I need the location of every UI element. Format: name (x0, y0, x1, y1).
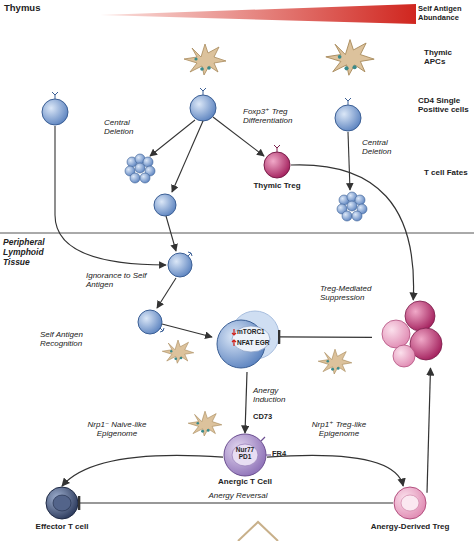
region-label: Peripheral Lymphoid Tissue (3, 238, 53, 267)
effector-t-cell: Effector T cell (45, 486, 79, 520)
tcr-receptor (345, 98, 351, 105)
t-cell (168, 253, 192, 277)
down-arrow (232, 329, 236, 335)
marker-label: FR4 (272, 450, 292, 459)
fate-label: Foxp3⁺ Treg Differentiation (243, 107, 305, 125)
treg-cluster: Treg-Mediated Suppression (372, 300, 447, 368)
apoptotic-body (130, 173, 140, 183)
treg-cluster-shape (372, 300, 447, 368)
tcr-receptor (188, 252, 192, 256)
apoptotic-body (135, 163, 145, 173)
thymic-apc (184, 44, 226, 75)
gradient-label: Self Antigen Abundance (418, 5, 474, 22)
anergic-t-cell: CD73Nur77 PD1FR4Anergic T Cell (223, 433, 267, 477)
peripheral-apc (188, 411, 222, 436)
t-cell (42, 99, 68, 125)
fate-arrow (55, 126, 166, 265)
edge-label: Nrp1⁻ Naive-like Epigenome (76, 420, 158, 438)
apoptotic-cluster (125, 154, 155, 183)
effector-t-cell-shape (45, 486, 79, 520)
peripheral-apc (162, 340, 194, 363)
treg-cell-shape (263, 151, 291, 179)
tcr-receptor (52, 92, 58, 99)
fate-arrow (150, 120, 195, 156)
stimulated-t-cell: mTORC1NFAT EGR (215, 308, 279, 372)
cell-label: Thymic Treg (245, 181, 309, 190)
apoptotic-cluster (337, 192, 367, 221)
t-cell (335, 105, 361, 131)
row-label: Thymic APCs (424, 48, 474, 66)
fate-label: Self Antigen Recognition (40, 330, 104, 348)
thymic-apc (326, 40, 374, 76)
fate-arrow (166, 216, 176, 251)
t-cell (154, 194, 176, 216)
cell-nucleus (53, 495, 71, 511)
fate-label: Central Deletion (362, 138, 408, 156)
fate-arrow (348, 132, 350, 190)
signal-label: mTORC1 (237, 328, 271, 335)
antigen-gradient (100, 4, 416, 24)
apoptotic-body (140, 173, 150, 183)
cell-body (394, 487, 426, 519)
cell-label: Anergic T Cell (205, 477, 285, 486)
anergy-derived-treg: Anergy-Derived Treg (393, 486, 427, 520)
fate-label: Ignorance to Self Antigen (86, 271, 152, 289)
treg-cell (405, 301, 435, 331)
marker-label: Nur77 PD1 (234, 446, 256, 461)
row-label: T cell Fates (424, 168, 474, 177)
connector (79, 502, 393, 503)
treg-cell: Thymic Treg (263, 151, 291, 179)
edge-label: Nrp1⁺ Treg-like Epigenome (298, 420, 380, 438)
signal-label: NFAT EGR (237, 339, 273, 346)
group-heading: Treg-Mediated Suppression (320, 284, 380, 302)
tcr-receptor (200, 88, 206, 95)
bracket-chevron (238, 522, 278, 541)
apoptotic-body (342, 211, 352, 221)
cell-label: Anergy-Derived Treg (361, 522, 459, 531)
cell-body (46, 487, 78, 519)
connector (291, 165, 414, 300)
connector (62, 455, 223, 486)
fate-arrow (162, 324, 212, 337)
fate-arrow (157, 278, 176, 308)
marker-label: CD73 (253, 413, 283, 422)
t-cell (138, 310, 162, 334)
surface-marker (261, 437, 271, 455)
apoptotic-body (352, 211, 362, 221)
anergy-derived-treg-shape (393, 486, 427, 520)
fate-label: Central Deletion (104, 118, 150, 136)
edge-label: Anergy Reversal (200, 491, 276, 500)
treg-cell (382, 320, 410, 348)
peripheral-apc (318, 349, 352, 374)
apoptotic-body (347, 201, 357, 211)
treg-cell (393, 345, 415, 367)
connector (427, 368, 431, 493)
edge-label: Anergy Induction (253, 386, 299, 404)
tcr-receptor (160, 328, 164, 332)
connector (279, 336, 372, 338)
t-cell (190, 95, 216, 121)
cell-nucleus (401, 495, 419, 511)
cell-body (264, 152, 290, 178)
connector (267, 455, 403, 486)
up-arrow (232, 340, 236, 346)
cell-body (224, 434, 266, 476)
row-label: CD4 Single Positive cells (418, 96, 474, 114)
region-label: Thymus (4, 3, 40, 14)
connector (245, 372, 247, 433)
region-divider (0, 233, 474, 234)
fate-arrow (172, 121, 203, 192)
cell-nucleus (232, 444, 258, 466)
tcr-receptor (274, 145, 280, 152)
cell-label: Effector T cell (20, 522, 104, 531)
